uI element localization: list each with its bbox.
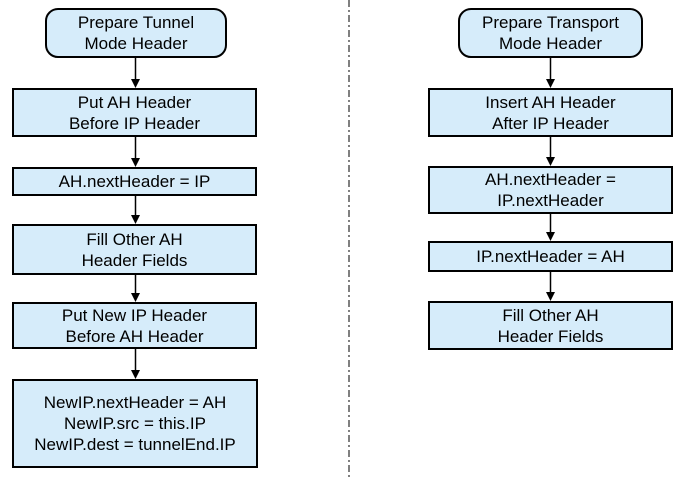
step-text-line: NewIP.nextHeader = AH (43, 393, 227, 412)
step-text-line: Mode Header (498, 34, 602, 53)
step-text-line: Before IP Header (68, 113, 201, 133)
step-text-line: Header Fields (81, 250, 188, 270)
flow-arrow (546, 137, 555, 166)
flow-arrow (546, 272, 555, 301)
step-text-line: AH.nextHeader = IP (58, 172, 211, 191)
step-ah-nextheader-ip-nextheader: AH.nextHeader = IP.nextHeader (428, 166, 673, 214)
step-text-line: Put AH Header (77, 92, 192, 112)
step-put-new-ip-before-ah: Put New IP Header Before AH Header (12, 302, 257, 349)
step-text-line: Prepare Transport (481, 13, 619, 32)
step-text-line: Prepare Tunnel (77, 13, 195, 32)
flow-arrow (546, 58, 555, 88)
step-text-line: Insert AH Header (485, 92, 616, 112)
flow-arrow (131, 349, 140, 379)
step-text-line: Before AH Header (65, 326, 204, 346)
flow-arrow (546, 214, 555, 241)
step-text-line: IP.nextHeader (497, 191, 604, 210)
step-text-line: Fill Other AH (502, 305, 599, 325)
step-fill-other-ah-fields-tunnel: Fill Other AH Header Fields (12, 224, 257, 275)
step-text-line: Header Fields (497, 326, 604, 346)
step-text-line: Mode Header (84, 34, 188, 53)
step-ip-nextheader-ah: IP.nextHeader = AH (428, 241, 673, 272)
step-text-line: AH.nextHeader = (485, 170, 616, 189)
step-put-ah-before-ip: Put AH Header Before IP Header (12, 88, 257, 137)
flow-arrow (131, 137, 140, 167)
flow-arrow (131, 275, 140, 302)
step-text-line: NewIP.src = this.IP (64, 414, 206, 433)
step-fill-other-ah-fields-transport: Fill Other AH Header Fields (428, 301, 673, 350)
step-text-line: After IP Header (492, 113, 609, 133)
step-text-line: NewIP.dest = tunnelEnd.IP (34, 435, 236, 454)
step-ah-nextheader-ip: AH.nextHeader = IP (12, 167, 257, 196)
flow-arrow (131, 196, 140, 224)
step-prepare-transport-header: Prepare Transport Mode Header (458, 8, 643, 58)
step-insert-ah-after-ip: Insert AH Header After IP Header (428, 88, 673, 137)
step-text-line: Put New IP Header (61, 305, 208, 325)
step-text-line: IP.nextHeader = AH (476, 247, 625, 266)
flow-arrow (131, 58, 140, 88)
step-text-line: Fill Other AH (86, 229, 183, 249)
step-prepare-tunnel-header: Prepare Tunnel Mode Header (45, 8, 227, 58)
step-newip-assignments: NewIP.nextHeader = AH NewIP.src = this.I… (12, 379, 258, 468)
